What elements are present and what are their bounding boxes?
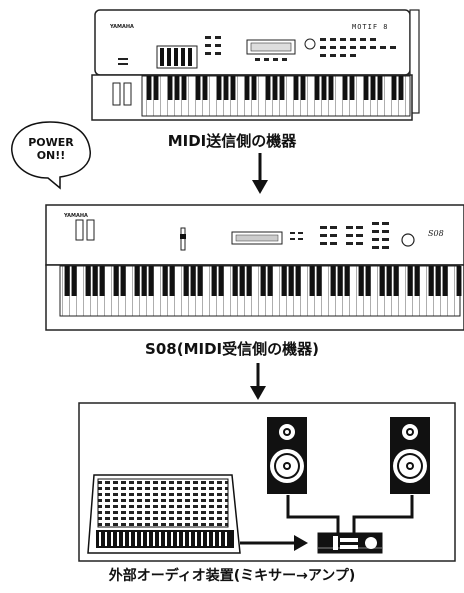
sender-keys [142, 76, 410, 116]
receiver-s08-keyboard: YAMAHA S08 [46, 205, 464, 330]
arrow-down-1 [252, 153, 268, 194]
external-audio-caption: 外部オーディオ装置(ミキサー→アンプ) [0, 565, 464, 585]
sender-model-logo: MOTIF 8 [352, 23, 389, 31]
mixer [88, 475, 240, 553]
sender-caption: MIDI送信側の機器 [0, 130, 464, 151]
receiver-keys [60, 266, 461, 316]
sender-synth-keyboard: YAMAHA MOTIF 8 [92, 10, 419, 120]
receiver-caption: S08(MIDI受信側の機器) [0, 338, 464, 359]
arrow-down-2 [250, 363, 266, 400]
speaker-right [390, 417, 430, 494]
speaker-left [267, 417, 307, 494]
amplifier [318, 533, 382, 553]
receiver-brand-logo: YAMAHA [63, 213, 88, 219]
sender-brand-logo: YAMAHA [109, 24, 134, 30]
receiver-model-logo: S08 [428, 229, 444, 238]
